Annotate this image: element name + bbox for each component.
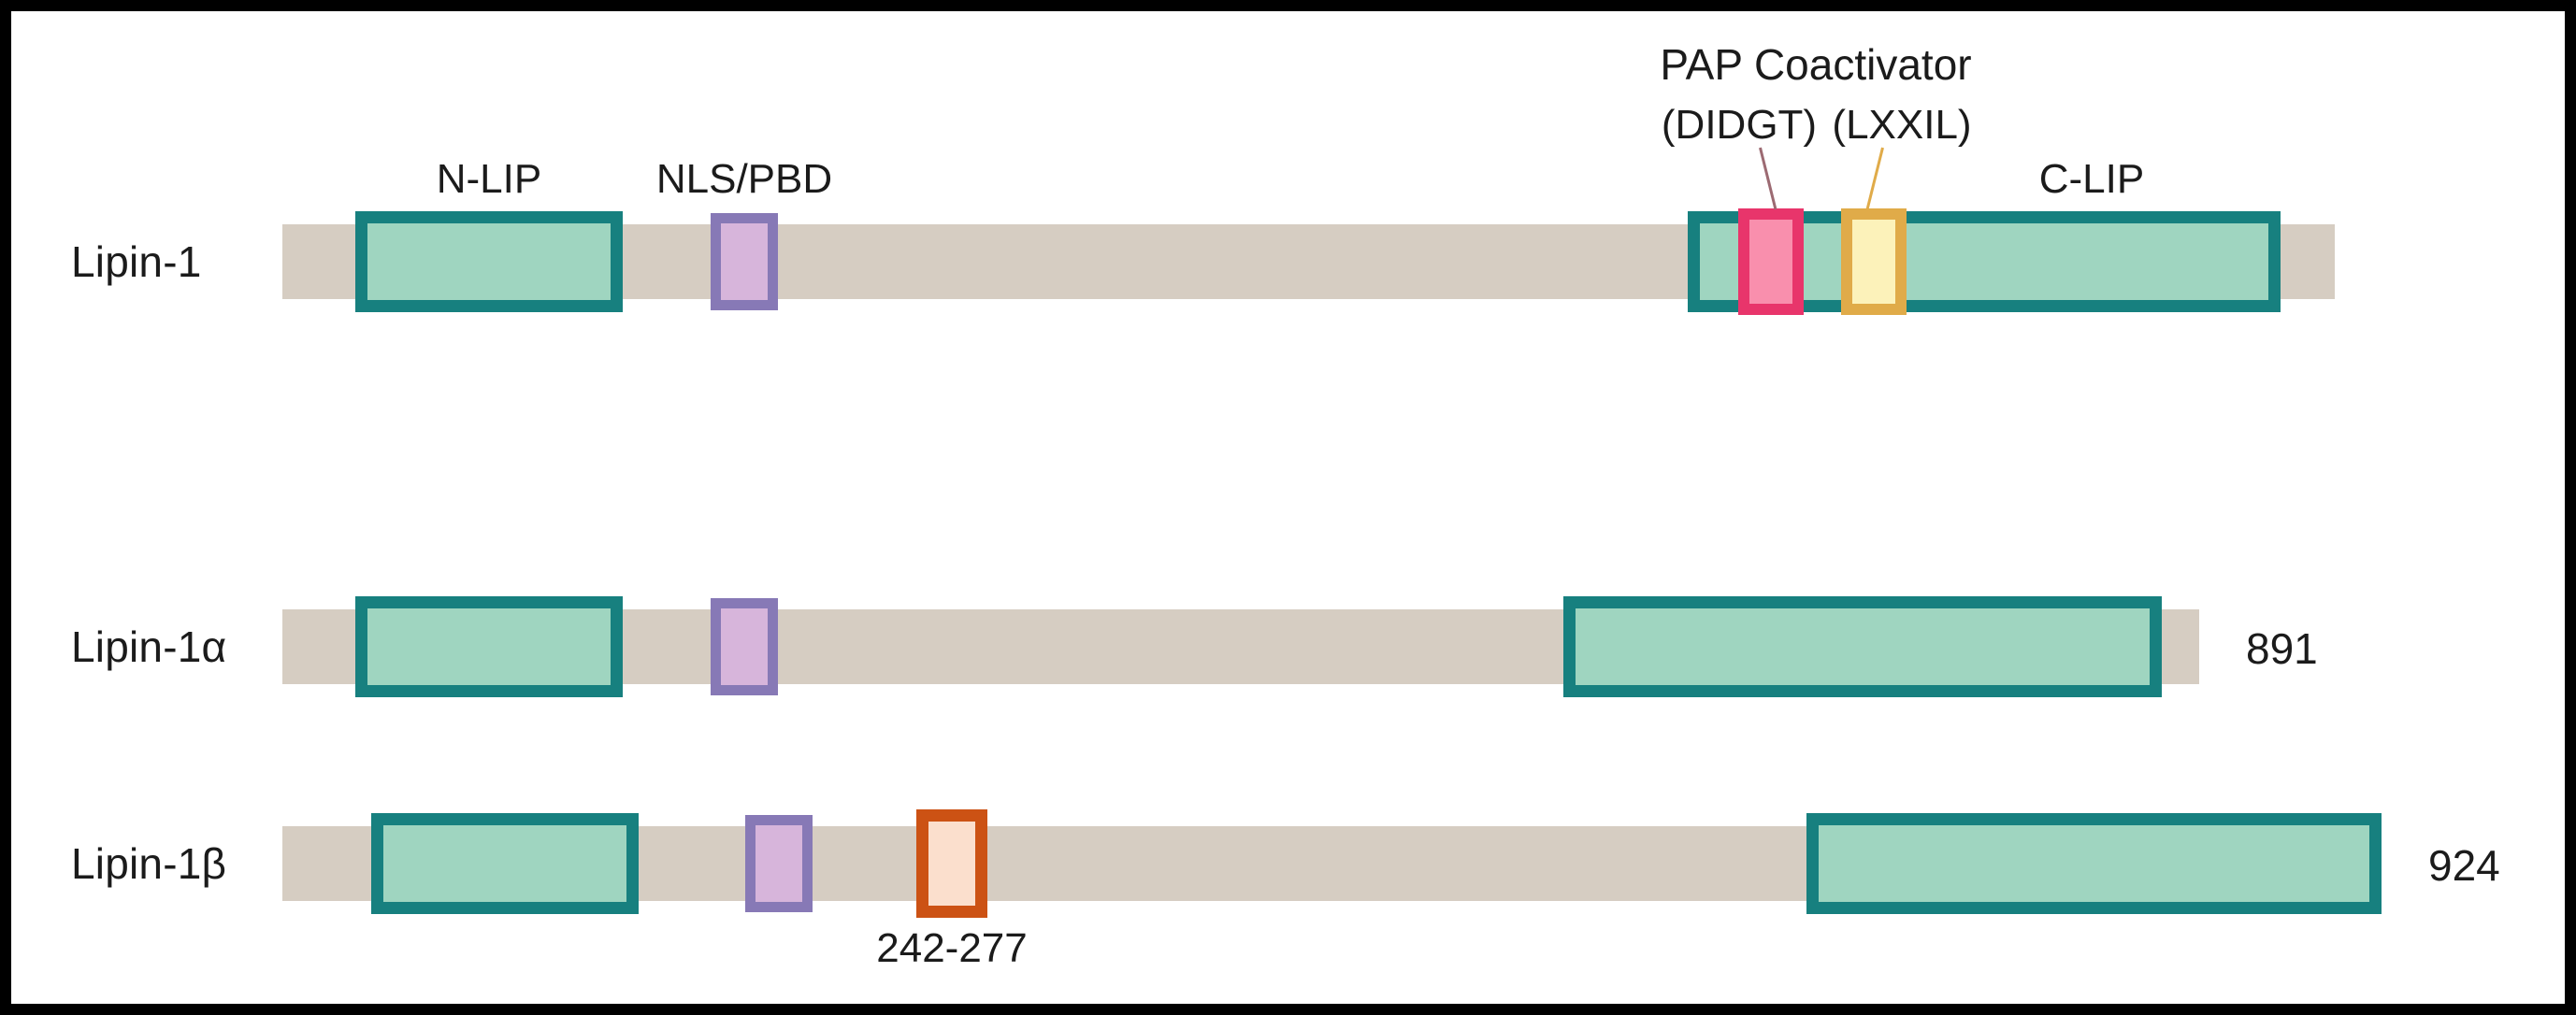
row-label-lipin-1: Lipin-1	[71, 237, 202, 286]
label-pap-coactivator: PAP Coactivator	[1660, 40, 1972, 89]
row-label-lipin-1-alpha: Lipin-1α	[71, 622, 227, 671]
motif-didgt-lipin-1[interactable]	[1738, 208, 1804, 315]
domain-nls-pbd-lipin-1-alpha[interactable]	[711, 598, 778, 695]
label-didgt: (DIDGT)	[1661, 102, 1818, 148]
diagram-canvas: Lipin-1 N-LIP NLS/PBD C-LIP PAP Coactiva…	[11, 11, 2565, 1004]
domain-nls-pbd-lipin-1-beta[interactable]	[745, 815, 813, 912]
label-c-lip: C-LIP	[2038, 156, 2145, 202]
label-exon7-range: 242-277	[876, 925, 1028, 971]
domain-exon7-lipin-1-beta[interactable]	[916, 809, 987, 918]
domain-n-lip-lipin-1-alpha[interactable]	[355, 596, 623, 697]
label-lxxil: (LXXIL)	[1832, 102, 1972, 148]
domain-n-lip-lipin-1[interactable]	[355, 211, 623, 312]
domain-c-lip-lipin-1-alpha[interactable]	[1563, 596, 2162, 697]
length-label-lipin-1-alpha: 891	[2246, 624, 2318, 673]
label-nls-pbd: NLS/PBD	[655, 156, 833, 202]
leader-line-lxxil	[1865, 147, 1884, 210]
domain-n-lip-lipin-1-beta[interactable]	[371, 813, 639, 914]
label-n-lip: N-LIP	[436, 156, 542, 202]
leader-line-didgt	[1759, 147, 1777, 210]
length-label-lipin-1-beta: 924	[2428, 841, 2500, 890]
domain-nls-pbd-lipin-1[interactable]	[711, 213, 778, 310]
row-label-lipin-1-beta: Lipin-1β	[71, 839, 227, 888]
motif-lxxil-lipin-1[interactable]	[1841, 208, 1907, 315]
domain-c-lip-lipin-1-beta[interactable]	[1806, 813, 2382, 914]
